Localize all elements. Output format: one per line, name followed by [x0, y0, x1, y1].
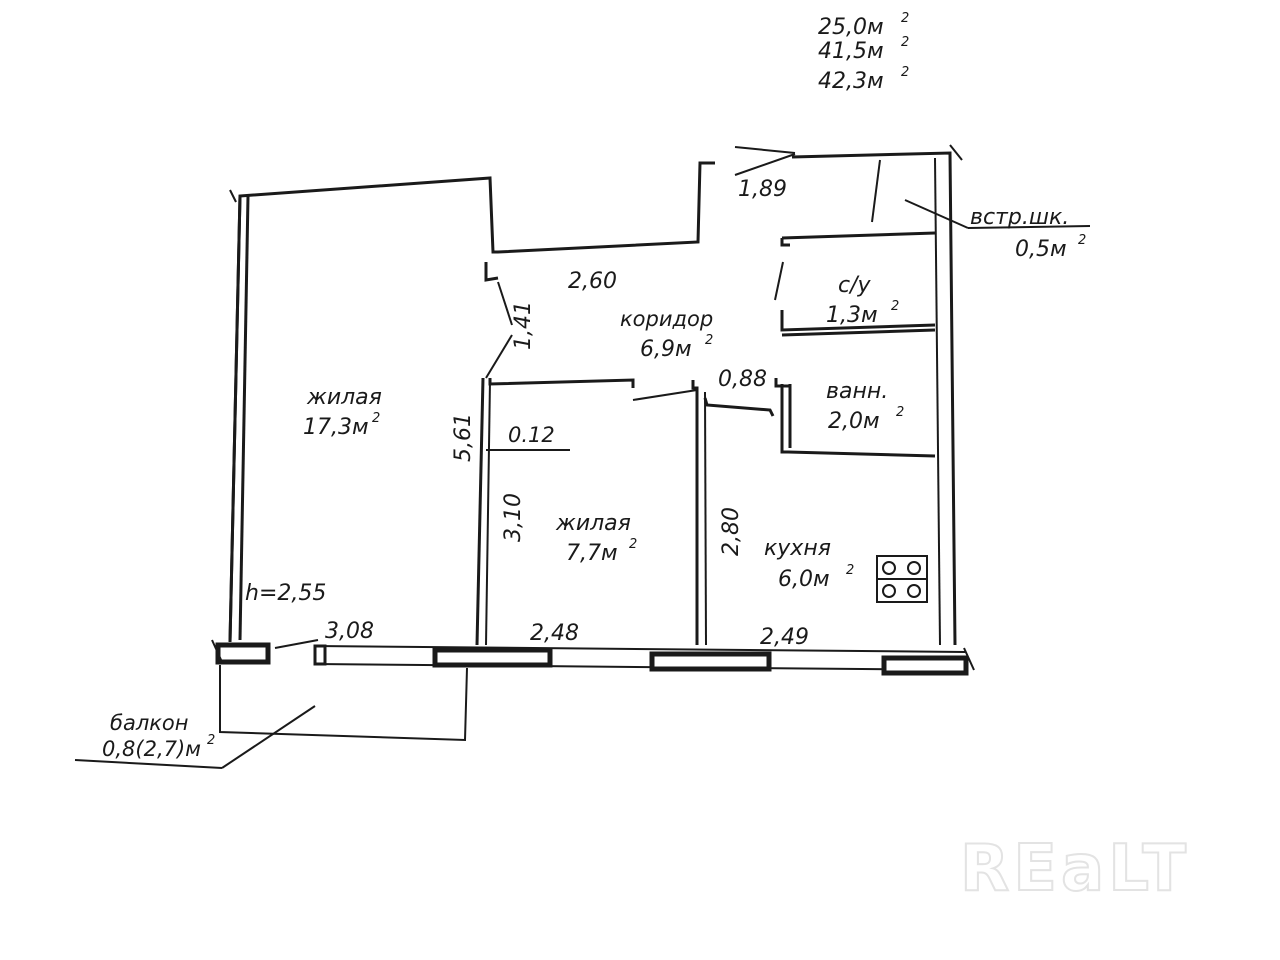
room-living-large-sup: 2 [372, 411, 380, 426]
room-kitchen-sup: 2 [846, 563, 854, 578]
room-corridor-name: коридор [620, 307, 713, 331]
dim-2-60: 2,60 [568, 269, 617, 294]
ceiling-height: h=2,55 [245, 581, 326, 606]
window-small-room [649, 651, 772, 672]
realt-watermark: REaLT [960, 832, 1190, 906]
room-toilet-sup: 2 [891, 299, 899, 314]
room-living-small-sup: 2 [629, 537, 637, 552]
overall-area: 42,3м [818, 69, 884, 94]
area-totals: 25,0м 2 41,5м 2 42,3м 2 [818, 11, 909, 94]
facade-line-top [314, 645, 966, 653]
wall-bath-left [780, 384, 936, 458]
room-closet-sup: 2 [1078, 233, 1086, 248]
room-bath-area: 2,0м [828, 409, 880, 434]
window-kitchen [881, 655, 969, 676]
room-bath-sup: 2 [896, 405, 904, 420]
room-living-large-name: жилая [306, 385, 382, 410]
window-left-stub [215, 642, 271, 665]
dim-5-61: 5,61 [451, 413, 476, 462]
window-large-room [432, 647, 553, 668]
wall-partition-561 [475, 377, 485, 646]
room-closet-area: 0,5м [1015, 237, 1067, 262]
balcony-leader-underline [74, 759, 223, 769]
door-leaf-small-room [632, 389, 698, 401]
wall-partition-561-inner [485, 379, 491, 646]
wall-top-right-inner [934, 157, 941, 646]
dim-0-88: 0,88 [718, 367, 767, 392]
facade [74, 144, 975, 769]
wall-bath-top [781, 328, 936, 337]
room-corridor-area: 6,9м [640, 337, 692, 362]
walls [228, 146, 1091, 646]
closet-door-line [871, 159, 881, 223]
break-mark-right [963, 647, 975, 671]
room-balcony-sup: 2 [207, 733, 215, 748]
door-leaf-large-room [497, 281, 513, 326]
room-corridor-sup: 2 [705, 333, 713, 348]
wall-toilet-bath-divider [780, 310, 936, 332]
dim-3-08: 3,08 [325, 619, 374, 644]
wall-kitchen-door-stub [703, 397, 775, 417]
wall-large-room-outer [228, 161, 715, 643]
room-closet-name: встр.шк. [970, 205, 1069, 230]
wall-closet-bottom [781, 231, 936, 240]
dimension-labels: 1,89 2,60 0,88 0.12 h=2,55 3,08 2,48 2,4… [245, 177, 809, 650]
break-mark-left [211, 639, 223, 663]
wall-corridor-bottom [488, 378, 635, 388]
total-area: 41,5м [818, 39, 884, 64]
room-toilet-area: 1,3м [826, 303, 878, 328]
dim-2-48: 2,48 [530, 621, 579, 646]
dim-308-leader [274, 639, 319, 649]
room-balcony-name: балкон [110, 711, 189, 735]
break-mark-top-right [949, 144, 963, 161]
room-living-large-area: 17,3м [303, 415, 369, 440]
dim-1-89: 1,89 [738, 177, 787, 202]
total-area-sup: 2 [901, 35, 909, 50]
closet-leader [904, 199, 969, 229]
wall-door-stub-top [484, 262, 499, 282]
overall-area-sup: 2 [901, 65, 909, 80]
wall-partition-280-inner [704, 391, 707, 646]
room-living-small-name: жилая [555, 511, 631, 536]
room-labels: жилая 17,3м 2 жилая 7,7м 2 коридор 6,9м … [102, 205, 1086, 761]
dim-0-12: 0.12 [508, 423, 555, 447]
break-mark-top-left [229, 189, 237, 203]
room-balcony-area: 0,8(2,7)м [102, 737, 201, 761]
wall-large-room-left [228, 195, 242, 643]
door-leaf-large-room-b [485, 334, 513, 379]
room-toilet-name: с/у [838, 273, 872, 298]
total-living-area: 25,0м [818, 15, 884, 40]
door-leaf-toilet [774, 261, 784, 301]
stove-icon [876, 555, 928, 603]
balcony-leader [221, 705, 316, 769]
dim-2-49: 2,49 [760, 625, 809, 650]
room-kitchen-area: 6,0м [778, 567, 830, 592]
wall-toilet-left [780, 238, 790, 247]
entry-door-line-b [734, 153, 796, 176]
total-living-sup: 2 [901, 11, 909, 26]
facade-line-bottom [314, 663, 966, 671]
room-bath-name: ванн. [826, 379, 888, 404]
dim-1-41: 1,41 [511, 301, 536, 350]
dim-2-80: 2,80 [719, 507, 744, 556]
wall-top-right [791, 151, 957, 646]
entry-door-line-a [734, 146, 796, 154]
balcony-outline [219, 665, 468, 742]
wall-bath-stub-top [774, 378, 790, 388]
room-kitchen-name: кухня [764, 536, 831, 561]
wall-left-inner [238, 195, 250, 641]
wall-partition-280 [691, 380, 699, 645]
dim-3-10: 3,10 [501, 493, 526, 542]
closet-leader-underline [967, 225, 1091, 229]
room-living-small-area: 7,7м [566, 541, 618, 566]
window-balcony-door [313, 644, 327, 666]
